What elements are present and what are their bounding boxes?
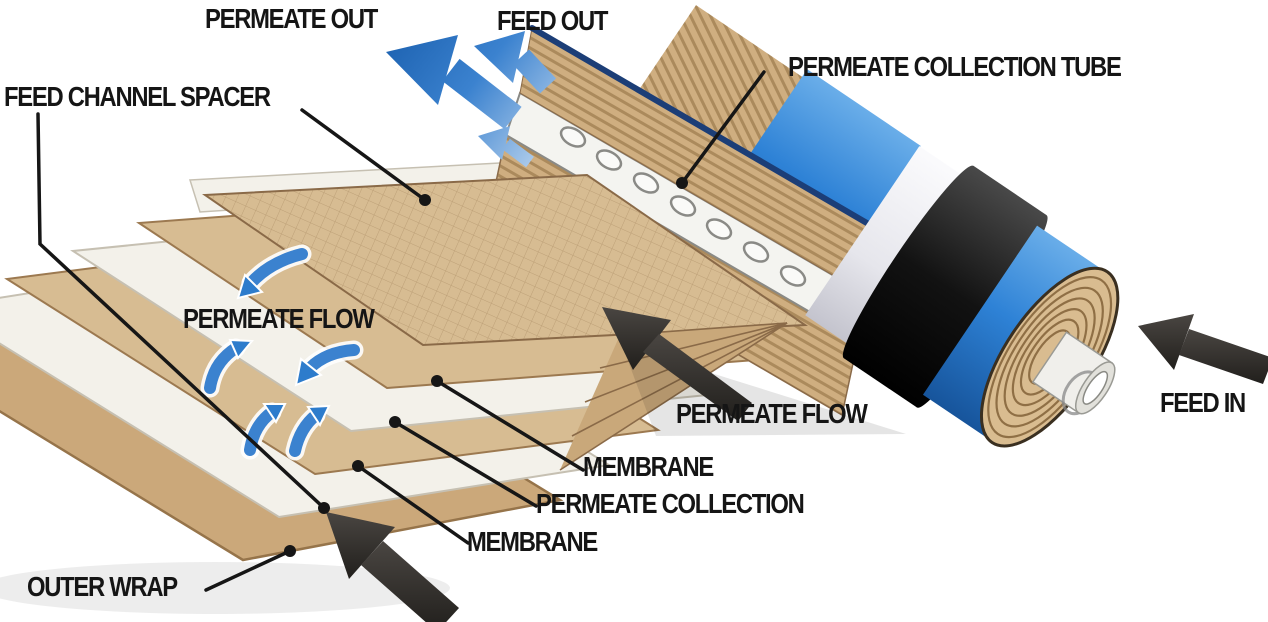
permeate-out-arrow <box>386 35 522 130</box>
permeate-flow-to-tube-arrow <box>602 307 752 421</box>
exit-arrows-blue <box>386 31 557 168</box>
spiral-element <box>805 146 1120 448</box>
feed-channel-spacer-sheet <box>202 173 808 347</box>
leader-membrane-lower <box>356 464 470 545</box>
label-permeate-collection-tube: PERMEATE COLLECTION TUBE <box>788 51 1122 82</box>
label-outer-wrap: OUTER WRAP <box>27 571 178 602</box>
leader-membrane-upper <box>435 379 585 472</box>
feed-in-arrow <box>1138 314 1268 384</box>
leader-feed-channel-spacer-2 <box>36 112 326 510</box>
label-membrane-lower: MEMBRANE <box>467 526 598 557</box>
leader-permeate-collection <box>393 420 538 508</box>
leader-feed-channel-spacer-1 <box>300 108 427 202</box>
label-feed-out: FEED OUT <box>497 5 608 36</box>
feed-into-layers-arrow <box>326 512 459 622</box>
leader-permeate-collection-tube <box>680 70 766 185</box>
fiberglass-white-band <box>805 146 968 348</box>
stack-shadow <box>0 562 450 614</box>
center-tube <box>1031 331 1116 416</box>
label-permeate-flow-right: PERMEATE FLOW <box>676 398 868 429</box>
label-permeate-collection: PERMEATE COLLECTION <box>536 488 805 519</box>
permeate-exit-small-arrow <box>478 126 534 168</box>
leader-dots <box>284 177 688 557</box>
leaf-navy-edge <box>529 25 887 236</box>
flow-arrows-black <box>326 307 1268 622</box>
label-permeate-flow-left: PERMEATE FLOW <box>183 303 375 334</box>
label-membrane-upper: MEMBRANE <box>583 451 714 482</box>
tube-perforations <box>559 126 807 287</box>
label-permeate-out: PERMEATE OUT <box>205 3 378 34</box>
feed-out-arrow <box>474 31 557 94</box>
leader-lines <box>36 70 766 592</box>
leader-outer-wrap <box>204 549 292 592</box>
label-feed-in: FEED IN <box>1160 387 1246 418</box>
label-feed-channel-spacer: FEED CHANNEL SPACER <box>4 81 271 112</box>
permeate-flow-curved-arrows <box>200 244 364 461</box>
